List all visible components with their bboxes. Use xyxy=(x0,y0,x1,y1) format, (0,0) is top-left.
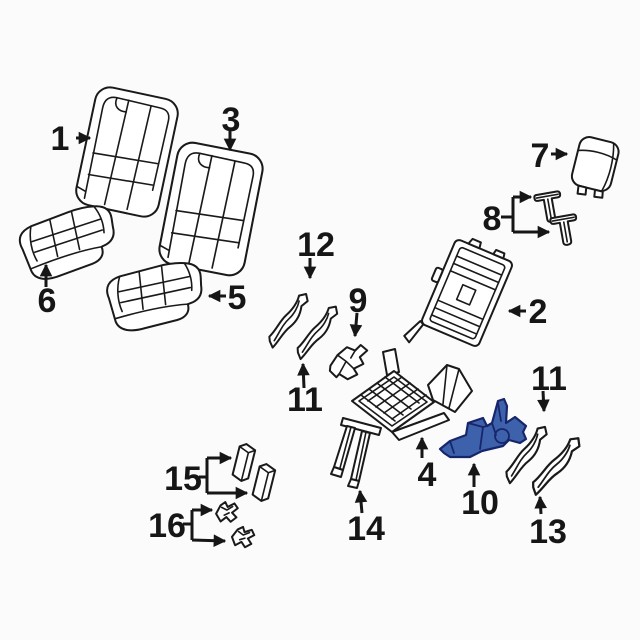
callout-labels: 1 2 3 4 5 6 7 8 9 10 11 11 12 13 14 15 1… xyxy=(38,101,567,551)
callout-label-10: 10 xyxy=(461,484,499,522)
callout-label-2: 2 xyxy=(529,293,548,331)
callout-label-4: 4 xyxy=(418,456,437,494)
part-7-headrest xyxy=(570,136,620,199)
callout-label-8: 8 xyxy=(483,200,502,238)
bracket-15 xyxy=(199,458,209,493)
callout-label-13: 13 xyxy=(529,513,567,551)
callout-label-14: 14 xyxy=(347,510,385,548)
part-1-seat-back-left xyxy=(72,83,182,221)
callout-label-7: 7 xyxy=(531,137,550,175)
callout-label-11-right: 11 xyxy=(531,360,567,398)
part-4-seat-cushion-frame xyxy=(351,348,473,441)
arrow-16b xyxy=(191,534,227,547)
callout-arrows xyxy=(39,131,569,547)
arrow-9 xyxy=(349,312,363,338)
bracket-8 xyxy=(501,197,515,232)
part-2-seat-back-panel xyxy=(403,237,513,347)
part-6-seat-cushion-left xyxy=(14,200,124,285)
arrow-13 xyxy=(534,495,547,515)
arrow-14 xyxy=(354,489,368,514)
part-5-seat-cushion-right xyxy=(103,258,209,335)
part-3-seat-back-right xyxy=(155,139,267,279)
callout-label-9: 9 xyxy=(349,282,368,320)
part-10-recliner-latch xyxy=(438,397,528,459)
part-14-support-legs xyxy=(330,417,382,489)
callout-label-12: 12 xyxy=(297,226,335,264)
arrow-11-left xyxy=(297,362,310,389)
part-8-guide-pins xyxy=(532,189,582,249)
callout-label-3: 3 xyxy=(222,101,241,139)
callout-label-15: 15 xyxy=(164,460,202,498)
bracket-16 xyxy=(183,510,194,540)
part-9-hinge-bracket xyxy=(328,344,369,381)
callout-label-16: 16 xyxy=(148,507,186,545)
arrow-11-right xyxy=(537,390,550,413)
callout-label-11-left: 11 xyxy=(287,381,323,419)
callout-label-6: 6 xyxy=(38,282,57,320)
callout-label-5: 5 xyxy=(228,279,247,317)
callout-label-1: 1 xyxy=(51,120,70,158)
